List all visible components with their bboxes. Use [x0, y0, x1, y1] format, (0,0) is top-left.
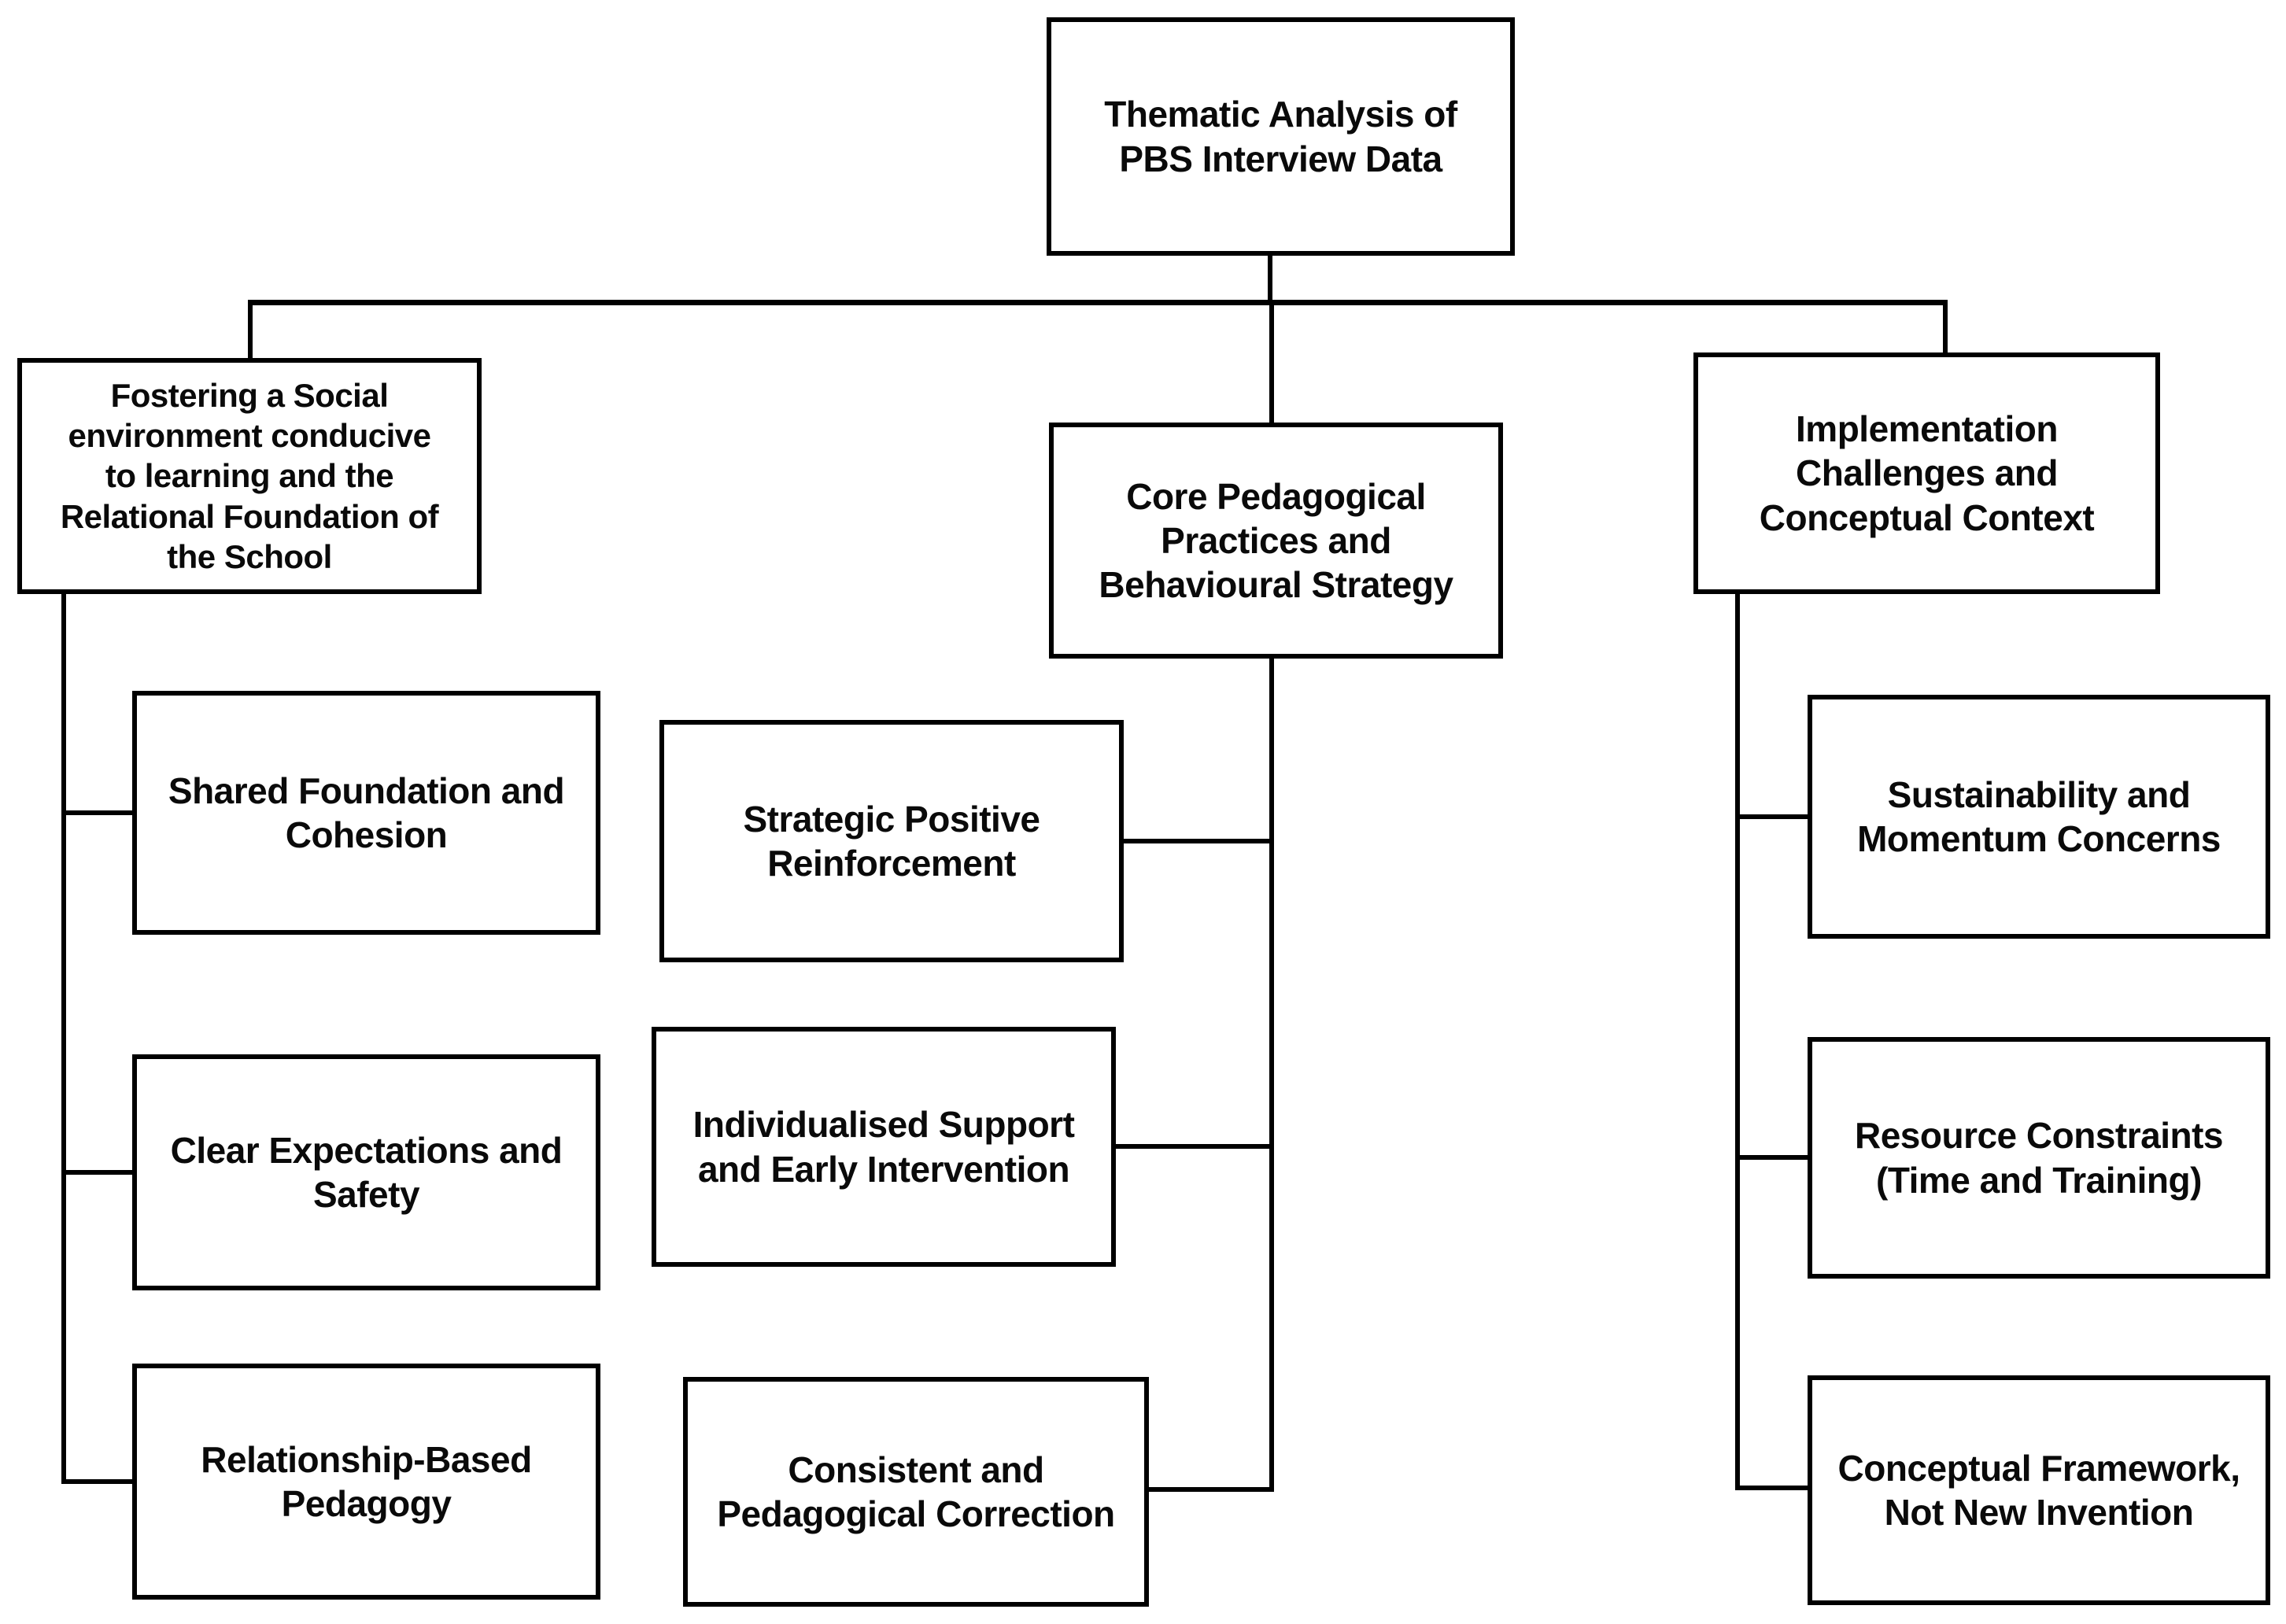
node-subtheme-pedagogical-correction-label: Consistent and Pedagogical Correction: [717, 1449, 1115, 1534]
node-subtheme-shared-foundation: Shared Foundation and Cohesion: [132, 691, 600, 935]
connector-left-stub-2: [61, 1170, 135, 1175]
connector-middle-spine: [1269, 656, 1274, 1492]
connector-right-spine: [1735, 592, 1740, 1490]
connector-right-stub-2: [1735, 1155, 1811, 1160]
connector-left-drop: [248, 300, 253, 361]
connector-middle-stub-3: [1146, 1487, 1272, 1492]
node-subtheme-positive-reinforcement: Strategic Positive Reinforcement: [659, 720, 1124, 962]
node-subtheme-shared-foundation-label: Shared Foundation and Cohesion: [168, 770, 565, 855]
node-theme-core-pedagogical: Core Pedagogical Practices and Behaviour…: [1049, 423, 1503, 659]
node-subtheme-resource-constraints-label: Resource Constraints (Time and Training): [1854, 1115, 2224, 1201]
node-subtheme-individualised-support: Individualised Support and Early Interve…: [652, 1027, 1116, 1267]
connector-root-drop: [1268, 254, 1272, 304]
node-subtheme-resource-constraints: Resource Constraints (Time and Training): [1808, 1037, 2270, 1279]
connector-left-stub-1: [61, 810, 135, 815]
connector-right-stub-3: [1735, 1486, 1811, 1490]
node-subtheme-positive-reinforcement-label: Strategic Positive Reinforcement: [743, 798, 1040, 884]
node-theme-core-pedagogical-label: Core Pedagogical Practices and Behaviour…: [1099, 475, 1453, 606]
connector-middle-stub-1: [1121, 839, 1272, 843]
node-theme-implementation-challenges-label: Implementation Challenges and Conceptual…: [1759, 408, 2095, 538]
connector-rail: [248, 300, 1948, 305]
connector-right-drop: [1943, 300, 1948, 356]
node-subtheme-relationship-pedagogy: Relationship-Based Pedagogy: [132, 1364, 600, 1600]
node-theme-social-environment: Fostering a Social environment conducive…: [17, 358, 482, 594]
connector-right-stub-1: [1735, 814, 1811, 819]
connector-left-spine: [61, 592, 66, 1484]
connector-left-stub-3: [61, 1479, 135, 1484]
node-theme-social-environment-label: Fostering a Social environment conducive…: [60, 376, 439, 575]
node-subtheme-clear-expectations-label: Clear Expectations and Safety: [170, 1129, 563, 1215]
connector-middle-drop: [1269, 300, 1274, 426]
node-root-label: Thematic Analysis of PBS Interview Data: [1104, 94, 1457, 179]
node-subtheme-pedagogical-correction: Consistent and Pedagogical Correction: [683, 1377, 1149, 1607]
node-subtheme-conceptual-framework-label: Conceptual Framework, Not New Invention: [1837, 1447, 2240, 1533]
node-subtheme-relationship-pedagogy-label: Relationship-Based Pedagogy: [201, 1438, 532, 1524]
node-root: Thematic Analysis of PBS Interview Data: [1047, 17, 1515, 256]
node-subtheme-sustainability: Sustainability and Momentum Concerns: [1808, 695, 2270, 939]
node-theme-implementation-challenges: Implementation Challenges and Conceptual…: [1693, 352, 2160, 594]
node-subtheme-individualised-support-label: Individualised Support and Early Interve…: [692, 1104, 1075, 1190]
node-subtheme-sustainability-label: Sustainability and Momentum Concerns: [1857, 773, 2221, 859]
node-subtheme-conceptual-framework: Conceptual Framework, Not New Invention: [1808, 1375, 2270, 1605]
connector-middle-stub-2: [1113, 1144, 1272, 1149]
node-subtheme-clear-expectations: Clear Expectations and Safety: [132, 1054, 600, 1290]
